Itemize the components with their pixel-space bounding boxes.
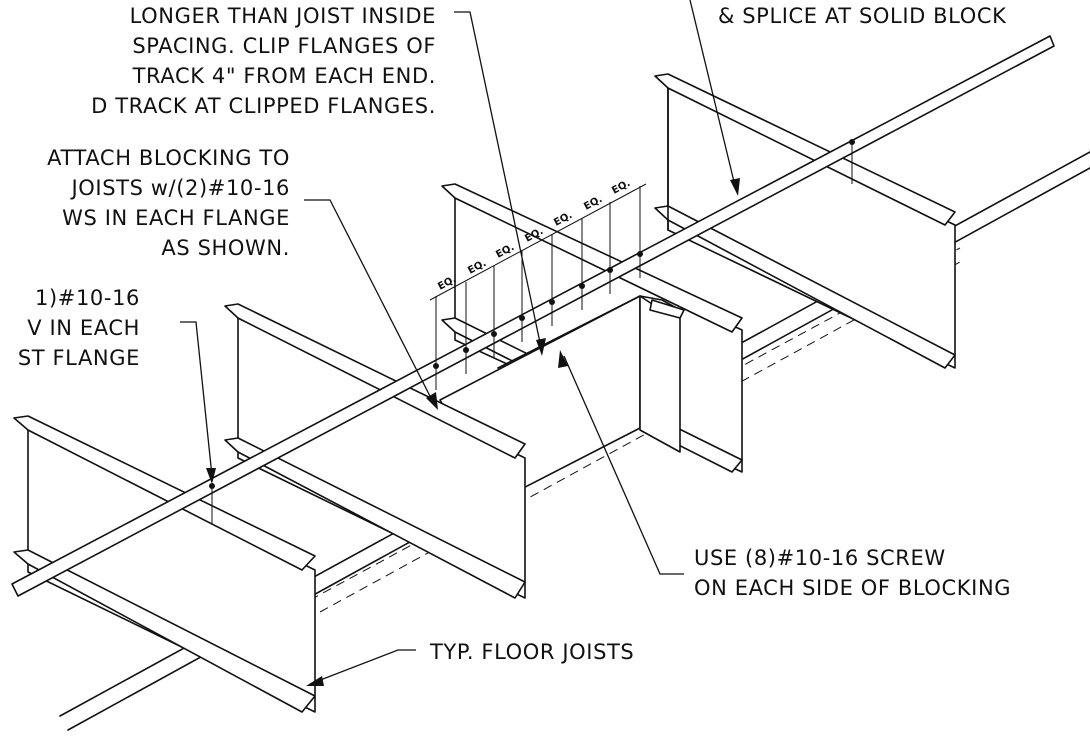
- note-track-length: LONGER THAN JOIST INSIDE SPACING. CLIP F…: [91, 4, 436, 118]
- note-line: AS SHOWN.: [161, 236, 290, 260]
- note-line: TRACK 4" FROM EACH END.: [132, 64, 436, 88]
- joist-far: [654, 73, 956, 369]
- eq-label: EQ.: [610, 178, 632, 197]
- leader-lines: [180, 0, 740, 686]
- note-line: SPACING. CLIP FLANGES OF: [132, 34, 436, 58]
- note-screw-each-flange: 1)#10-16 V IN EACH ST FLANGE: [18, 286, 140, 370]
- note-line: ON EACH SIDE OF BLOCKING: [694, 576, 1011, 600]
- note-line: TYP. FLOOR JOISTS: [429, 640, 634, 664]
- note-line: ST FLANGE: [18, 346, 140, 370]
- note-line: D TRACK AT CLIPPED FLANGES.: [91, 94, 436, 118]
- note-floor-joists: TYP. FLOOR JOISTS: [429, 640, 634, 664]
- note-line: USE (8)#10-16 SCREW: [694, 546, 946, 570]
- top-strap: [11, 35, 1055, 597]
- note-line: ATTACH BLOCKING TO: [47, 146, 290, 170]
- note-line: & SPLICE AT SOLID BLOCK: [718, 4, 1007, 28]
- note-attach-blocking: ATTACH BLOCKING TO JOISTS w/(2)#10-16 WS…: [47, 146, 291, 260]
- eq-label: EQ.: [552, 210, 574, 229]
- joist-front: [224, 303, 526, 599]
- note-line: JOISTS w/(2)#10-16: [70, 176, 291, 200]
- screw-points: [209, 139, 855, 524]
- joist-near: [13, 415, 316, 713]
- eq-label: EQ.: [582, 194, 604, 213]
- note-line: LONGER THAN JOIST INSIDE: [130, 4, 436, 28]
- note-line: WS IN EACH FLANGE: [62, 206, 290, 230]
- note-line: 1)#10-16: [35, 286, 140, 310]
- note-line: V IN EACH: [27, 316, 140, 340]
- note-splice: & SPLICE AT SOLID BLOCK: [718, 4, 1007, 28]
- eq-dimension-lines: [429, 183, 647, 390]
- note-use-screws: USE (8)#10-16 SCREW ON EACH SIDE OF BLOC…: [694, 546, 1011, 600]
